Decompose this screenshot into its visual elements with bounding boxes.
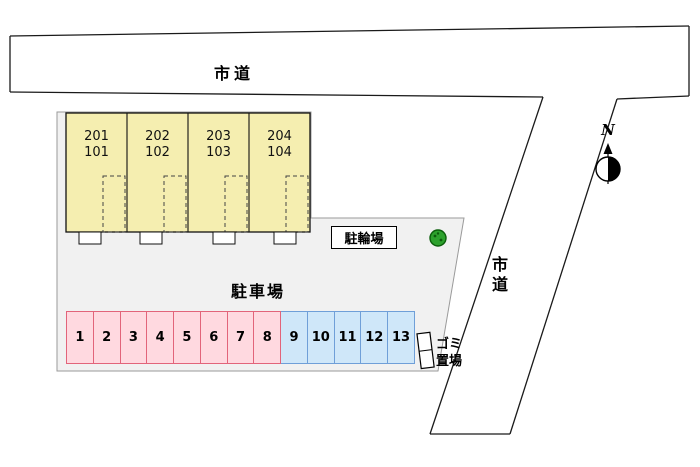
unit-upper: 204	[267, 129, 292, 144]
unit-label-203-103: 203 103	[188, 129, 249, 161]
unit-label-202-102: 202 102	[127, 129, 188, 161]
side-road	[429, 96, 618, 435]
top-road-label: 市道	[213, 64, 254, 83]
parking-space-10: 10	[307, 311, 335, 364]
garbage-area-label: ゴミ 置場	[436, 336, 462, 370]
unit-lower: 101	[84, 145, 109, 160]
apartment-building	[65, 112, 311, 245]
parking-space-5: 5	[174, 311, 201, 364]
garbage-bin-icon	[416, 331, 435, 370]
parking-space-3: 3	[120, 311, 148, 364]
unit-lower: 104	[267, 145, 292, 160]
parking-space-11: 11	[334, 311, 362, 364]
unit-label-204-104: 204 104	[249, 129, 310, 161]
top-road	[9, 25, 690, 100]
parking-lot-label: 駐車場	[230, 282, 285, 301]
parking-space-12: 12	[361, 311, 389, 364]
parking-space-4: 4	[147, 311, 175, 364]
unit-upper: 201	[84, 129, 109, 144]
garbage-label-line1: ゴミ	[436, 337, 463, 352]
north-label: N	[601, 121, 615, 139]
parking-row: 1 2 3 4 5 6 7 8 9 10 11 12 13	[66, 311, 415, 364]
unit-lower: 102	[145, 145, 170, 160]
parking-space-9: 9	[281, 311, 308, 364]
unit-lower: 103	[206, 145, 231, 160]
side-road-label: 市道	[489, 256, 508, 296]
unit-upper: 202	[145, 129, 170, 144]
unit-upper: 203	[206, 129, 231, 144]
parking-space-7: 7	[227, 311, 255, 364]
parking-space-8: 8	[254, 311, 282, 364]
tree-icon	[429, 229, 447, 247]
parking-space-13: 13	[388, 311, 415, 364]
parking-space-1: 1	[66, 311, 94, 364]
garbage-label-line2: 置場	[436, 354, 463, 369]
bicycle-parking-label: 駐輪場	[331, 226, 397, 249]
parking-space-2: 2	[93, 311, 121, 364]
north-compass-icon	[595, 143, 621, 184]
unit-label-201-101: 201 101	[66, 129, 127, 161]
parking-space-6: 6	[200, 311, 228, 364]
